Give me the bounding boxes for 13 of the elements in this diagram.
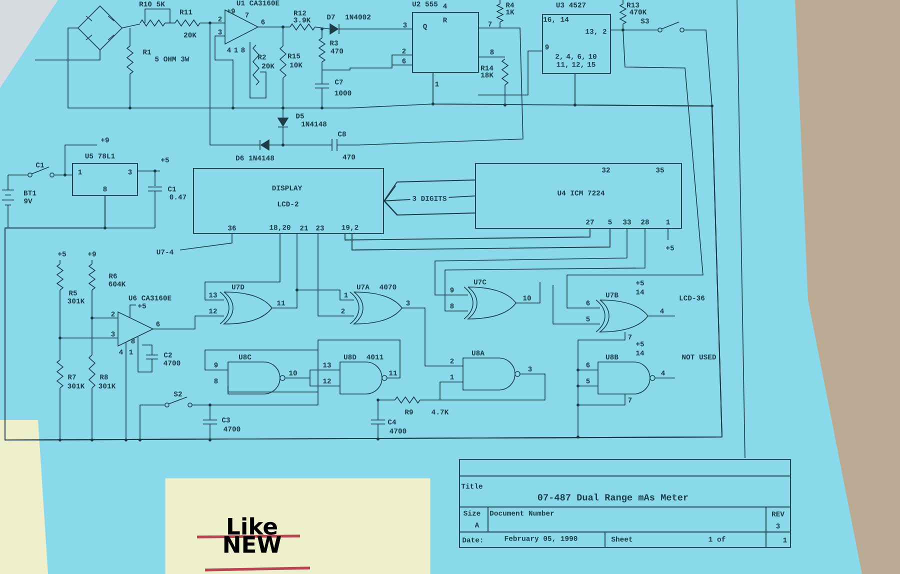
title-block-text: 07-487 Dual Range mAs Meter	[538, 494, 688, 502]
handwritten-note: Like NEW	[224, 517, 282, 553]
sticky-note	[165, 478, 430, 574]
wire	[344, 228, 590, 240]
wire	[352, 228, 610, 250]
chip-box	[72, 154, 138, 196]
chip-box	[402, 2, 494, 86]
bus-line	[383, 200, 476, 216]
bus-line	[383, 180, 476, 202]
title-block	[458, 459, 791, 548]
chip-box	[475, 163, 682, 229]
display-box	[193, 168, 384, 234]
chip-box	[542, 2, 611, 74]
